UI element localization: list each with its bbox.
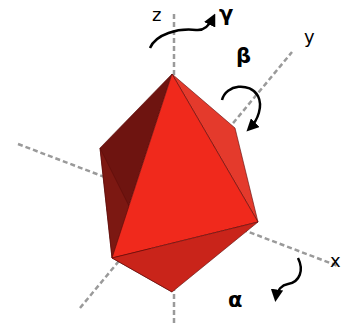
rotation-arrows — [150, 18, 301, 297]
rotation-label: γ — [219, 4, 233, 25]
rotation-label: α — [228, 290, 242, 311]
axis-label: x — [330, 252, 341, 270]
face — [112, 222, 258, 292]
rotation-arrow — [222, 87, 260, 128]
y-axis — [80, 52, 292, 308]
axis-label: z — [152, 6, 161, 24]
axis-label: y — [304, 28, 315, 46]
rotation-label: β — [236, 46, 251, 67]
axes — [18, 14, 338, 324]
rotation-arrow — [276, 258, 301, 297]
octahedron — [100, 74, 258, 292]
